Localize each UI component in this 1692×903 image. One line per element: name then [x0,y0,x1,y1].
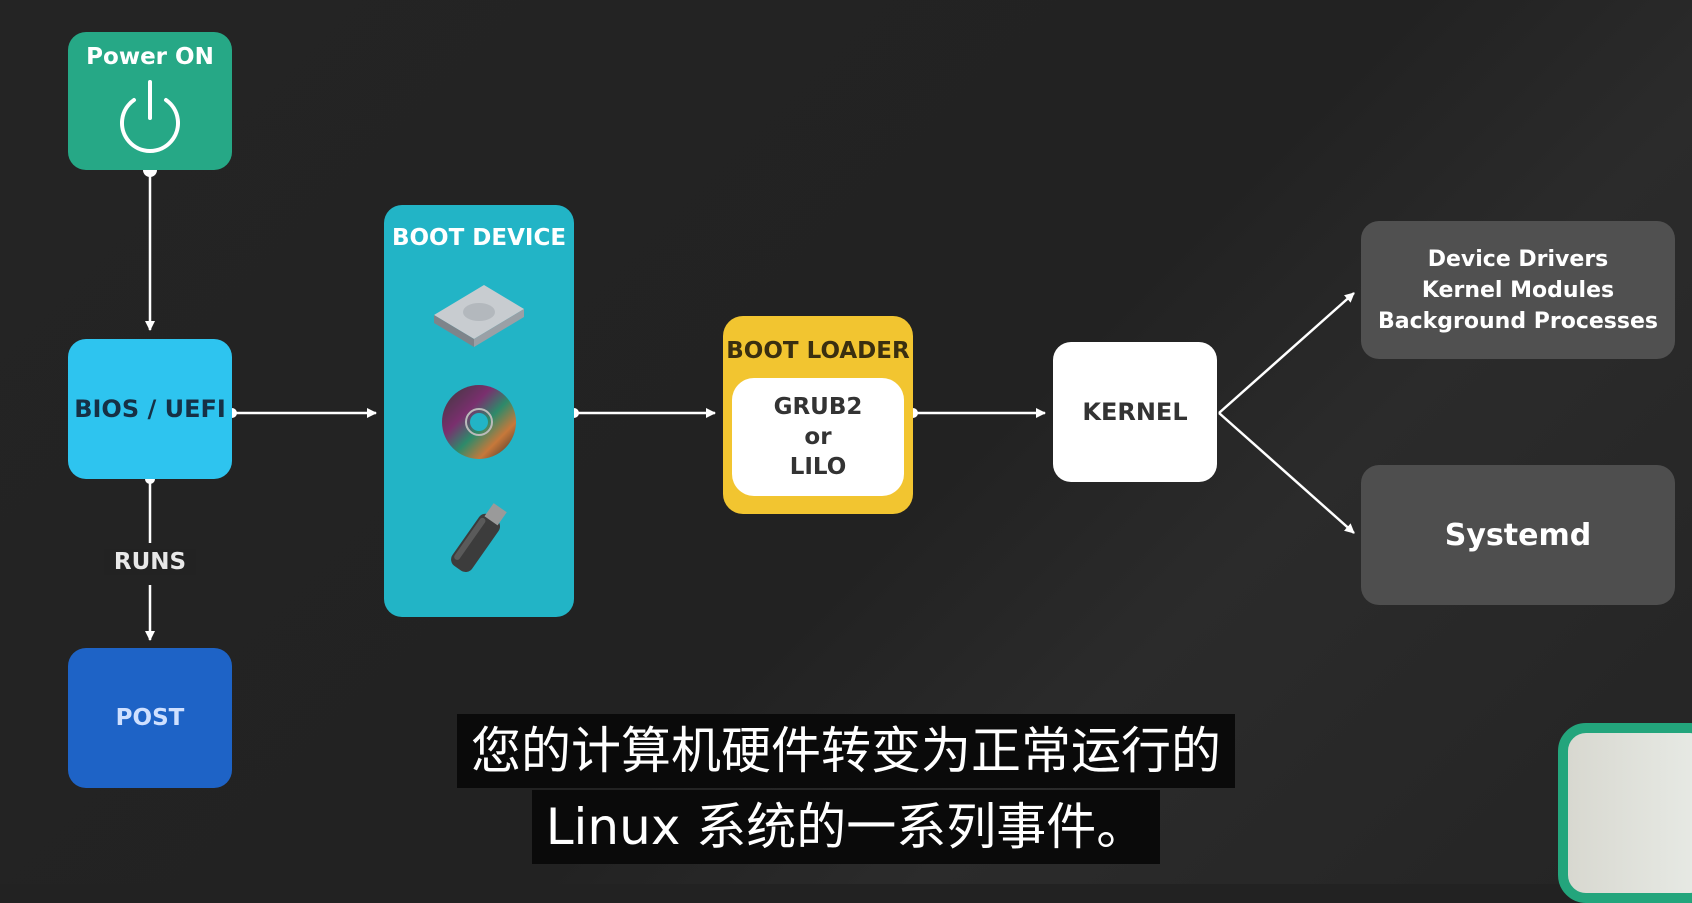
webcam-overlay [1558,723,1692,903]
node-boot-device-label: BOOT DEVICE [391,225,567,251]
grub-line: LILO [789,454,847,480]
edge-kernel-systemd [1218,412,1355,534]
subtitle-line-2: Linux 系统的一系列事件。 [531,790,1161,864]
node-kernel-label: KERNEL [1082,398,1188,426]
node-grub-lilo: GRUB2 or LILO [732,378,904,496]
node-kernel: KERNEL [1053,342,1217,482]
node-power-on: Power ON [68,32,232,170]
node-bios-uefi: BIOS / UEFI [68,339,232,479]
node-post: POST [68,648,232,788]
usb-stick-icon [451,503,507,573]
edge-kernel-drivers [1218,292,1355,414]
drivers-line: Kernel Modules [1421,277,1615,303]
node-bios-label: BIOS / UEFI [74,395,226,423]
drivers-line: Background Processes [1378,308,1658,334]
subtitle-line-1: 您的计算机硬件转变为正常运行的 [457,714,1235,788]
drivers-line: Device Drivers [1427,246,1609,272]
node-post-label: POST [115,705,185,731]
power-icon [120,80,180,153]
node-systemd-label: Systemd [1444,517,1592,553]
node-device-drivers: Device Drivers Kernel Modules Background… [1361,221,1675,359]
subtitle-line-2-wrap: Linux 系统的一系列事件。 [0,790,1692,864]
node-boot-loader: BOOT LOADER GRUB2 or LILO [723,316,913,514]
grub-line: or [804,424,832,450]
hard-drive-icon [434,285,524,347]
node-boot-loader-label: BOOT LOADER [726,338,910,364]
node-power-on-label: Power ON [86,44,214,70]
grub-line: GRUB2 [773,394,863,420]
subtitle-line-1-wrap: 您的计算机硬件转变为正常运行的 [0,714,1692,788]
node-boot-device: BOOT DEVICE [384,205,574,617]
edge-label-runs: RUNS [104,549,196,575]
cd-disc-icon [442,385,516,459]
node-systemd: Systemd [1361,465,1675,605]
